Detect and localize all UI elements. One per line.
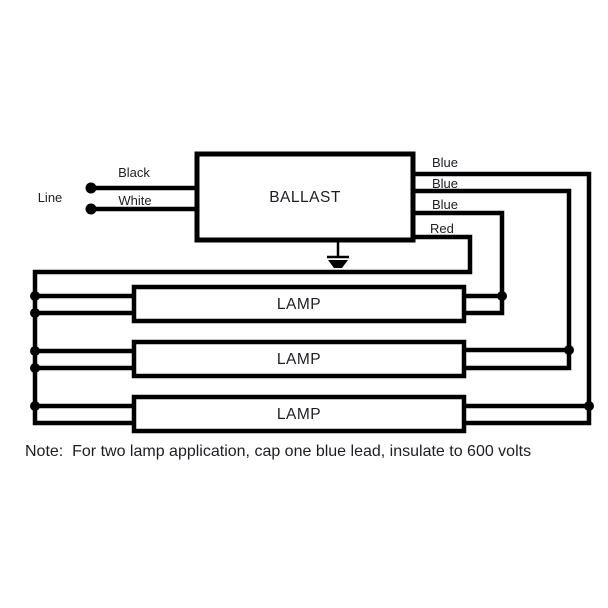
junction-dot xyxy=(30,291,40,301)
lamp-1: LAMP xyxy=(131,284,467,324)
red-lead-label: Red xyxy=(430,221,454,236)
lamp-2-box xyxy=(131,339,467,379)
lamp-3-label: LAMP xyxy=(277,406,321,423)
ground-icon xyxy=(327,242,349,268)
junction-dot xyxy=(584,401,594,411)
line-label: Line xyxy=(38,190,63,205)
blue-lead-2 xyxy=(412,188,574,371)
ballast: BALLAST xyxy=(194,151,416,243)
blue-lead-1-label: Blue xyxy=(432,155,458,170)
blue-lead-2-label: Blue xyxy=(432,176,458,191)
line-terminal-dot xyxy=(85,203,97,215)
junction-dot xyxy=(30,346,40,356)
lamp-2: LAMP xyxy=(131,339,467,379)
red-lead-wire xyxy=(32,234,473,426)
line-terminal-dot xyxy=(85,182,97,194)
blue-lead-3 xyxy=(412,210,507,316)
blue-lead-1-wire xyxy=(412,171,592,426)
lamp-1-label: LAMP xyxy=(277,296,321,313)
blue-lead-1 xyxy=(412,171,594,426)
lamp-3: LAMP xyxy=(131,394,467,434)
blue-lead-3-wire xyxy=(412,210,505,316)
junction-dot xyxy=(564,345,574,355)
blue-lead-3-label: Blue xyxy=(432,197,458,212)
ground-triangle xyxy=(328,260,348,268)
ballast-box xyxy=(194,151,416,243)
white-lead-label: White xyxy=(118,193,151,208)
junction-dot xyxy=(30,363,40,373)
lamp-1-box xyxy=(131,284,467,324)
red-lead xyxy=(30,234,473,426)
junction-dot xyxy=(30,401,40,411)
lamp-2-label: LAMP xyxy=(277,351,321,368)
black-lead-label: Black xyxy=(118,165,150,180)
ballast-label: BALLAST xyxy=(269,189,341,206)
note-text: Note: For two lamp application, cap one … xyxy=(25,443,531,460)
blue-lead-2-wire xyxy=(412,188,572,371)
junction-dot xyxy=(30,308,40,318)
junction-dot xyxy=(497,291,507,301)
line-input xyxy=(85,182,200,215)
lamp-3-box xyxy=(131,394,467,434)
